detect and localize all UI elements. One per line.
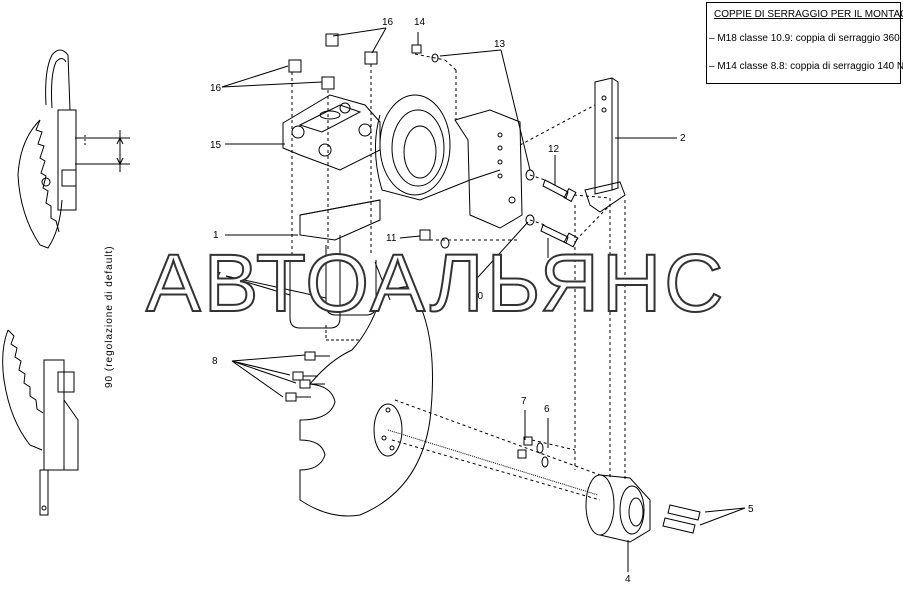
clamp-block xyxy=(282,94,381,171)
disc-screws xyxy=(285,351,330,402)
callout-12: 12 xyxy=(548,144,560,155)
assembly-lines xyxy=(291,53,626,501)
callout-labels: 1 2 3 4 5 6 7 8 9 10 11 12 13 14 15 16 1… xyxy=(210,17,754,585)
callout-13: 13 xyxy=(494,39,506,50)
callout-16-top: 16 xyxy=(382,17,394,28)
callout-9: 9 xyxy=(545,266,551,277)
callout-14: 14 xyxy=(414,17,426,28)
axle-line xyxy=(387,429,599,496)
bearing-hub xyxy=(585,474,651,543)
callout-6: 6 xyxy=(544,404,550,415)
spring-arm xyxy=(299,94,523,241)
side-view-top xyxy=(17,49,130,249)
disc-blade xyxy=(299,286,433,517)
u-bolts xyxy=(289,235,377,341)
shank xyxy=(584,77,626,213)
callout-4: 4 xyxy=(625,574,631,585)
callout-17: 17 xyxy=(210,271,222,282)
callout-15: 15 xyxy=(210,140,222,151)
side-view-bottom xyxy=(2,329,79,516)
leader-lines xyxy=(221,27,746,572)
bolts xyxy=(540,179,579,248)
callout-11: 11 xyxy=(386,233,397,244)
callout-16-left: 16 xyxy=(210,83,222,94)
watermark: АВТОАЛЬЯНС xyxy=(145,238,727,329)
callout-2: 2 xyxy=(680,133,686,144)
torque-table-title: COPPIE DI SERRAGGIO PER IL MONTAGGIO: xyxy=(714,9,903,20)
callout-1: 1 xyxy=(213,230,219,241)
callout-3: 3 xyxy=(396,256,402,267)
washers-and-nuts xyxy=(288,33,701,534)
torque-row-m18: – M18 classe 10.9: coppia di serraggio 3… xyxy=(709,33,903,44)
callout-7: 7 xyxy=(521,396,527,407)
torque-row-m14: – M14 classe 8.8: coppia di serraggio 14… xyxy=(709,61,903,72)
torque-table: COPPIE DI SERRAGGIO PER IL MONTAGGIO: – … xyxy=(706,2,903,84)
callout-8: 8 xyxy=(212,356,218,367)
callout-5: 5 xyxy=(748,504,754,515)
callout-10: 10 xyxy=(472,291,484,302)
default-adjustment-dimension: 90 (regolazione di default) xyxy=(104,245,115,388)
